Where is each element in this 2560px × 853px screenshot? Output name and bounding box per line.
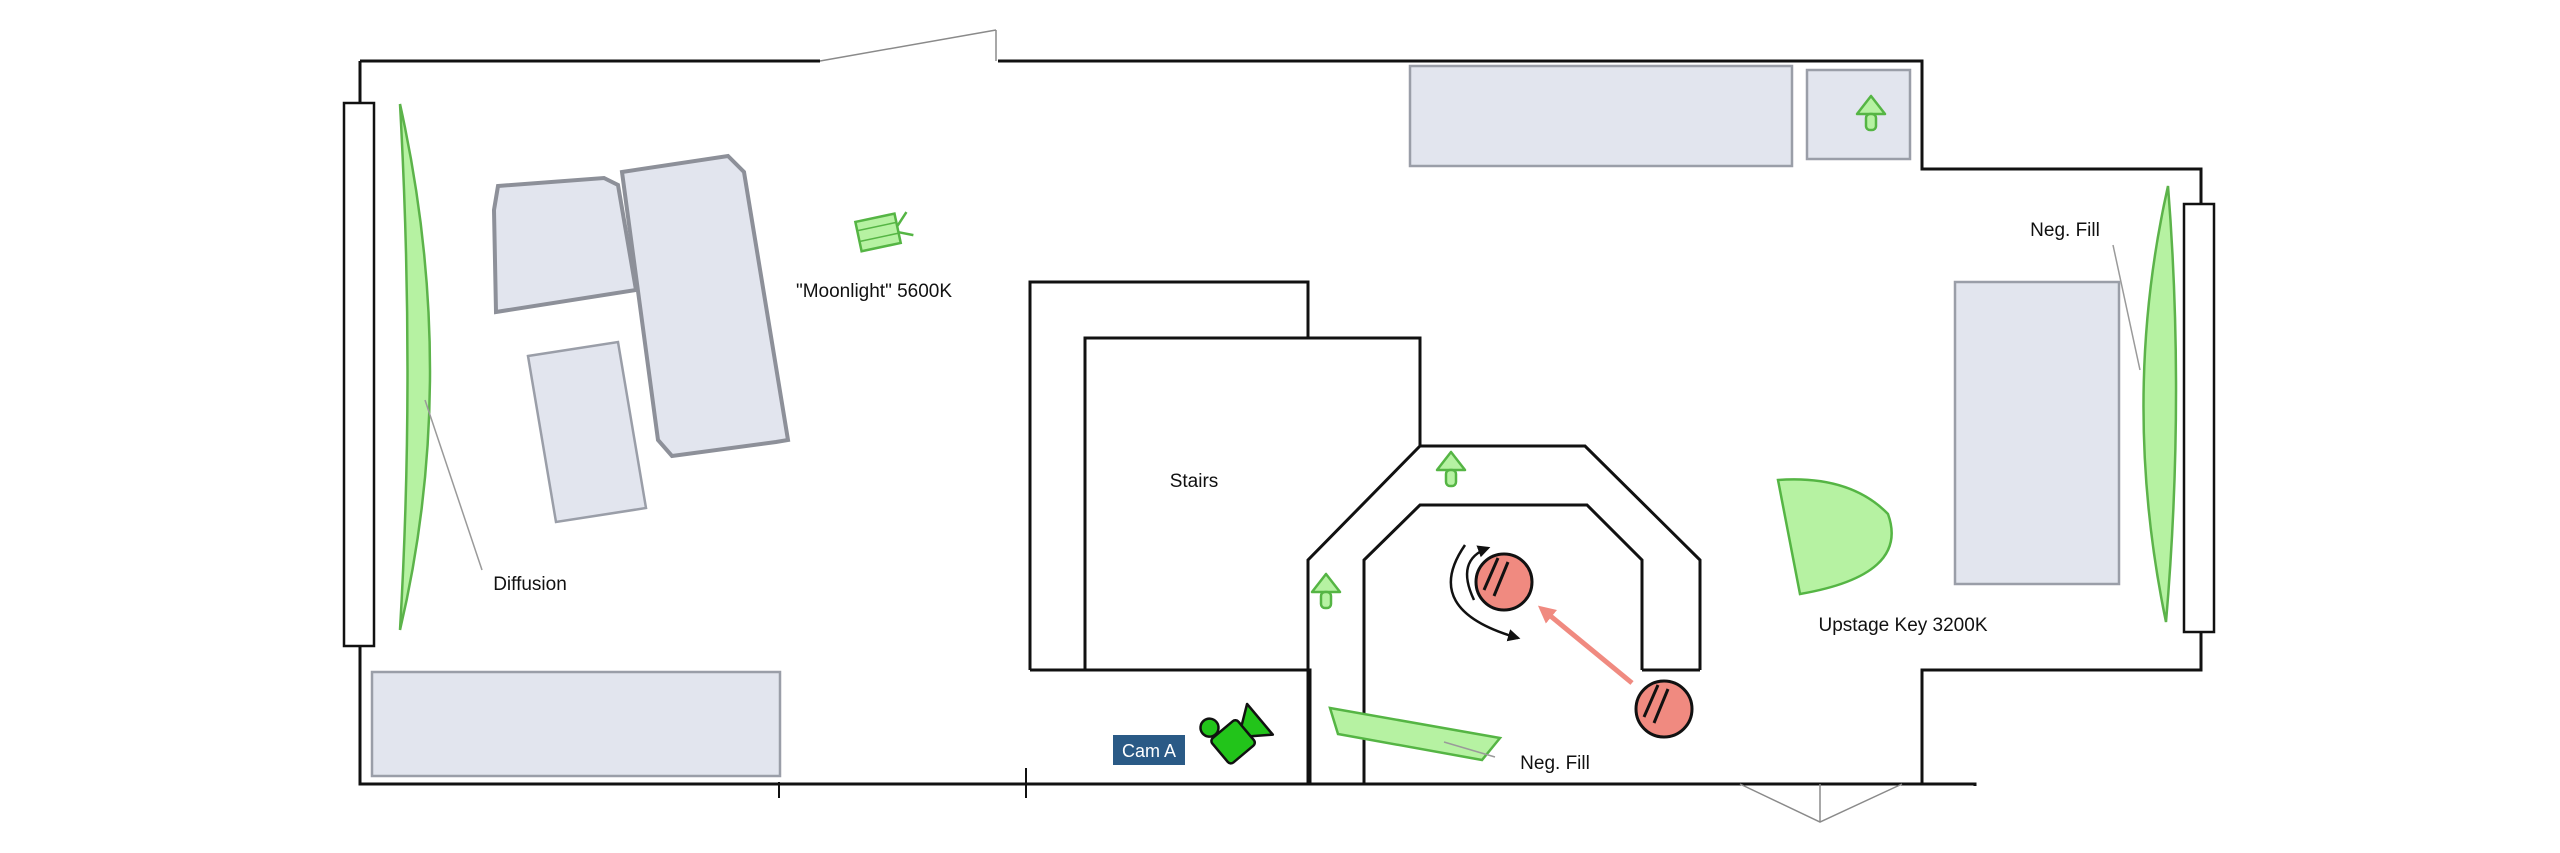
entry-door-bottom	[1739, 783, 1903, 823]
bench-bottom-left	[370, 670, 782, 778]
stairs-label: Stairs	[1170, 471, 1219, 492]
moonlight-fixture-icon	[853, 211, 914, 253]
neg-fill-right-label: Neg. Fill	[2030, 220, 2100, 241]
diffusion-frame-left	[398, 103, 432, 631]
diffusion-frame-right	[2142, 185, 2178, 623]
actor-marker	[1634, 679, 1694, 739]
hallway-walls	[1306, 444, 1702, 784]
stairs	[1028, 280, 1422, 784]
bed-right	[1953, 280, 2121, 586]
moonlight-label: "Moonlight" 5600K	[796, 281, 952, 302]
sofa-left-seat	[491, 175, 639, 315]
cam-a-label: Cam A	[1122, 741, 1176, 761]
sofa-right-seat	[619, 153, 791, 459]
upstage-key-light	[1776, 478, 1893, 596]
entry-door-top	[819, 29, 997, 62]
turn-arrow-icon	[1465, 545, 1491, 601]
window-left	[342, 101, 376, 648]
neg-fill-bottom-label: Neg. Fill	[1520, 753, 1590, 774]
coffee-table	[526, 340, 648, 524]
turn-arrow-icon	[1449, 544, 1521, 642]
neg-fill-bottom	[1328, 706, 1503, 762]
camera-icon	[1199, 702, 1275, 765]
counter-top	[1408, 64, 1794, 168]
actor-marker	[1474, 552, 1534, 612]
diffusion-label: Diffusion	[493, 574, 567, 595]
movement-arrow-icon	[1537, 605, 1634, 685]
cam-a-tag	[1113, 735, 1185, 765]
lamp-icon	[1310, 572, 1342, 610]
upstage-key-label: Upstage Key 3200K	[1818, 615, 1987, 636]
lamp-icon	[1435, 450, 1467, 488]
window-right	[2182, 202, 2216, 634]
furniture	[370, 64, 2121, 778]
